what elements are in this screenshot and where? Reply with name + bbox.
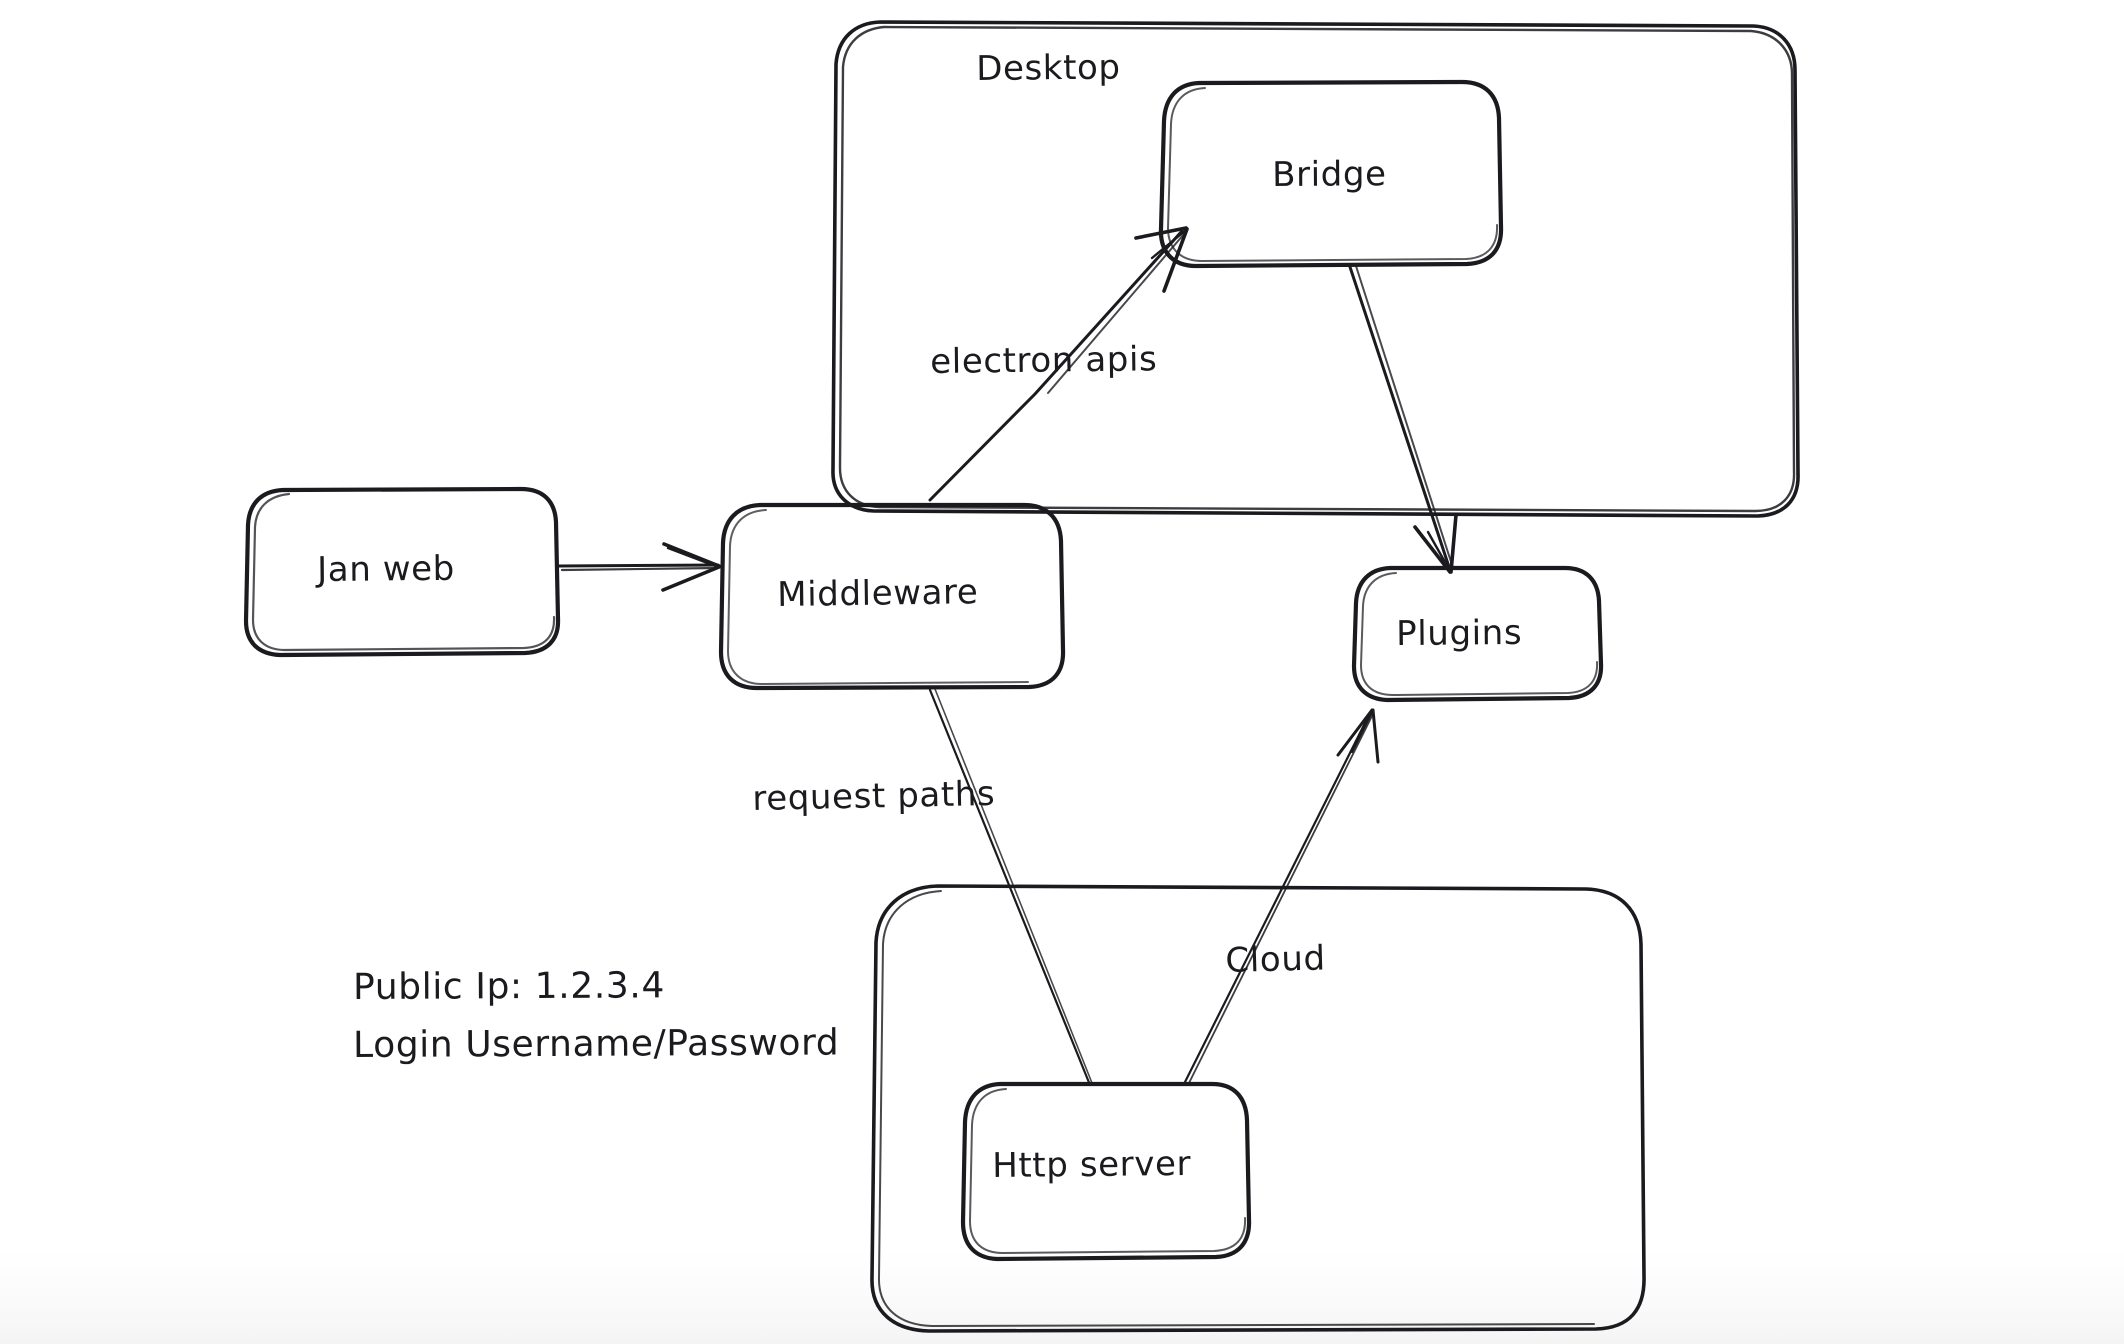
edge-middleware-to-bridge [928, 226, 1189, 502]
group-label-desktop: Desktop [976, 47, 1121, 89]
edge-http-server-to-plugins [1182, 708, 1380, 1086]
note-login-credentials: Login Username/Password [353, 1022, 840, 1066]
node-jan-web-outline [243, 486, 561, 658]
node-label-jan-web: Jan web [317, 548, 456, 590]
edge-bridge-to-plugins [1348, 265, 1458, 574]
node-label-http-server: Http server [992, 1143, 1192, 1186]
group-cloud-outline [870, 884, 1646, 1333]
node-label-plugins: Plugins [1396, 612, 1523, 654]
edge-jan-web-to-middleware [557, 542, 721, 592]
note-public-ip: Public Ip: 1.2.3.4 [353, 965, 666, 1008]
edge-middleware-to-http-server [928, 688, 1093, 1087]
node-label-middleware: Middleware [777, 572, 979, 615]
edge-label-cloud: Cloud [1225, 938, 1327, 981]
edge-label-request-paths: request paths [752, 773, 996, 819]
edge-label-electron-apis: electron apis [930, 339, 1158, 382]
node-plugins-outline [1351, 565, 1604, 703]
node-middleware-outline [718, 502, 1066, 691]
node-label-bridge: Bridge [1272, 154, 1387, 195]
node-http-server-outline [960, 1081, 1252, 1262]
group-desktop-outline [831, 20, 1800, 518]
